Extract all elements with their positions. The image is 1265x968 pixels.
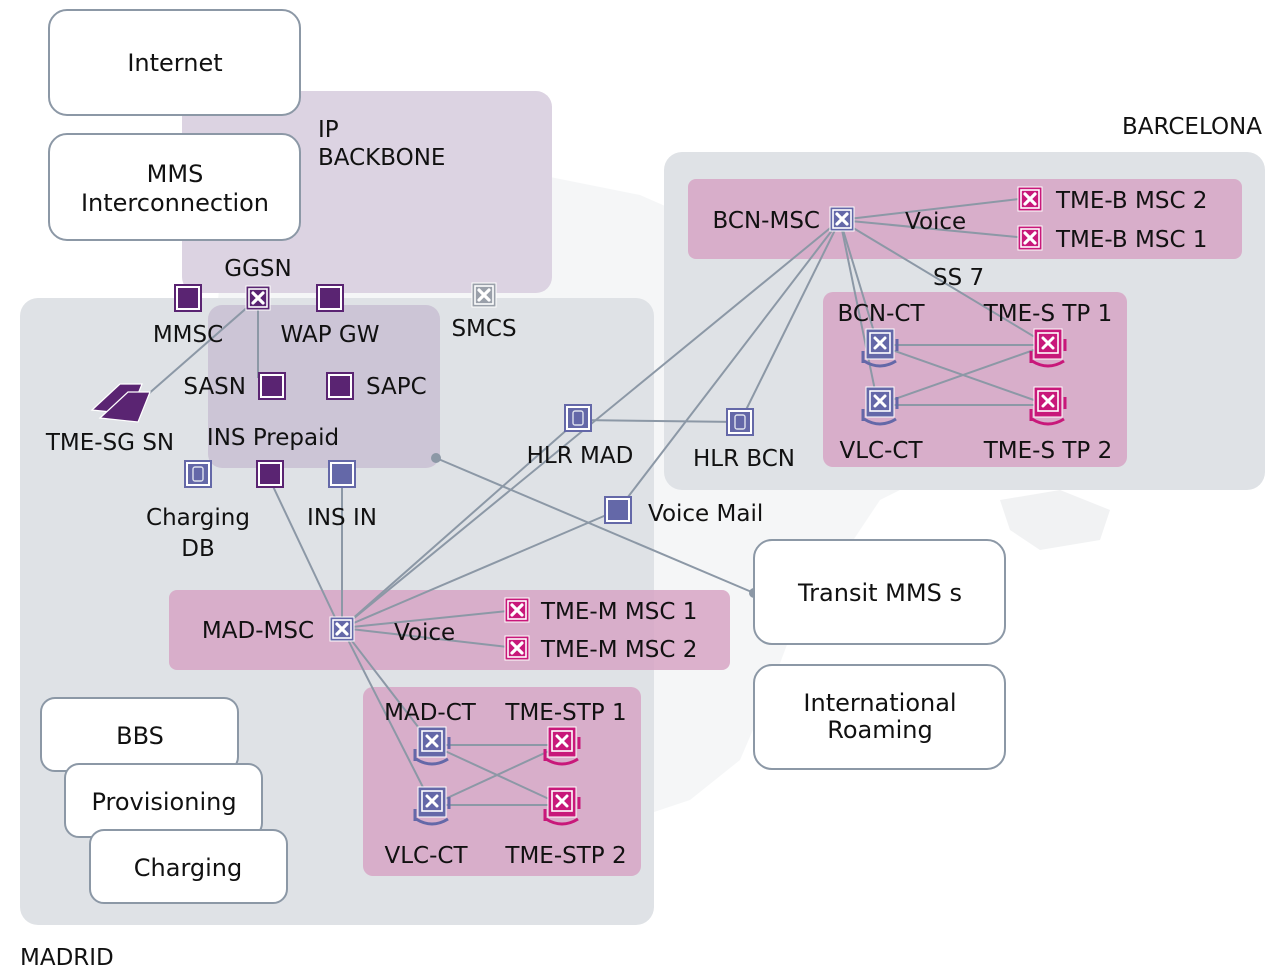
mms-interconnection-label: MMS [147,160,204,188]
barcelona-region-label: BARCELONA [1122,114,1262,140]
charging-label: Charging [134,854,242,882]
madrid-voice-band [169,590,730,670]
barcelona-vlc-ct-label: VLC-CT [839,438,923,464]
external-boxes [40,9,1006,904]
mms-interconnection-label: Interconnection [81,189,269,217]
hlr-bcn-label: HLR BCN [693,446,795,472]
sasn-label: SASN [183,374,246,400]
tme-sg-sn-label: TME-SG SN [45,430,174,456]
wap-gw-node-icon[interactable] [316,284,344,312]
ins-prepaid-region [208,305,440,468]
wap-gw-label: WAP GW [281,322,380,348]
bcn-msc-switch-icon[interactable] [828,205,856,233]
ggsn-switch-icon[interactable] [244,284,272,312]
tme-b-msc-1-label: TME-B MSC 1 [1055,227,1207,253]
international-roaming-box[interactable] [753,664,1006,770]
charging-box[interactable] [89,829,288,904]
ip-backbone-label: IP [318,117,339,143]
hlr-mad-icon[interactable] [564,404,592,432]
smcs-label: SMCS [451,316,516,342]
mad-msc-label: MAD-MSC [202,618,314,644]
mmsc-label: MMSC [153,322,223,348]
line-junction-dot [431,453,441,463]
tme-b-msc-2-icon[interactable] [1016,185,1044,213]
tme-sg-sn-icon[interactable] [90,383,151,423]
ins-prepaid-label: INS Prepaid [207,425,339,451]
internet-box[interactable] [48,9,301,116]
barcelona-voice-label: Voice [905,209,966,235]
tme-m-msc-1-icon[interactable] [503,596,531,624]
mad-msc-switch-icon[interactable] [328,615,356,643]
tme-s-tp-1-label: TME-S TP 1 [983,301,1113,327]
bcn-msc-label: BCN-MSC [713,208,820,234]
ins-in-label: INS IN [307,505,377,531]
voice-mail-label: Voice Mail [648,501,763,527]
tme-m-msc-2-icon[interactable] [503,634,531,662]
transit-mms-label: Transit MMS s [797,579,962,607]
sapc-label: SAPC [366,374,427,400]
madrid-voice-label: Voice [394,620,455,646]
tme-m-msc-1-label: TME-M MSC 1 [540,599,697,625]
tme-s-tp-2-label: TME-S TP 2 [983,438,1113,464]
charging-db-icon[interactable] [184,460,212,488]
ggsn-label: GGSN [224,256,291,282]
ip-backbone-label: BACKBONE [318,145,445,171]
hlr-bcn-icon[interactable] [726,408,754,436]
mmsc-node-icon[interactable] [174,284,202,312]
internet-label: Internet [127,49,222,77]
voice-mail-icon[interactable] [604,496,632,524]
tme-stp-2-label: TME-STP 2 [504,843,626,869]
charging-db-label: DB [181,536,215,562]
bcn-ct-label: BCN-CT [837,301,925,327]
mad-ct-label: MAD-CT [384,700,477,726]
tme-stp-1-label: TME-STP 1 [504,700,626,726]
sapc-node-icon[interactable] [326,372,354,400]
sasn-node-icon[interactable] [258,372,286,400]
provisioning-label: Provisioning [91,788,236,816]
ss7-label: SS 7 [933,265,984,291]
madrid-vlc-ct-label: VLC-CT [384,843,468,869]
international-roaming-label: Roaming [827,716,932,744]
ins-in-node-icon[interactable] [328,460,356,488]
mms-interconnection-box[interactable] [48,133,301,241]
ins-prepaid-node-icon[interactable] [256,460,284,488]
tme-b-msc-2-label: TME-B MSC 2 [1055,188,1207,214]
tme-b-msc-1-icon[interactable] [1016,224,1044,252]
smcs-switch-icon[interactable] [470,281,498,309]
charging-db-label: Charging [146,505,250,531]
hlr-mad-label: HLR MAD [527,443,634,469]
madrid-region-label: MADRID [20,945,114,968]
transit-mms-box[interactable] [753,539,1006,645]
tme-m-msc-2-label: TME-M MSC 2 [540,637,697,663]
international-roaming-label: International [803,689,956,717]
bbs-label: BBS [116,722,164,750]
